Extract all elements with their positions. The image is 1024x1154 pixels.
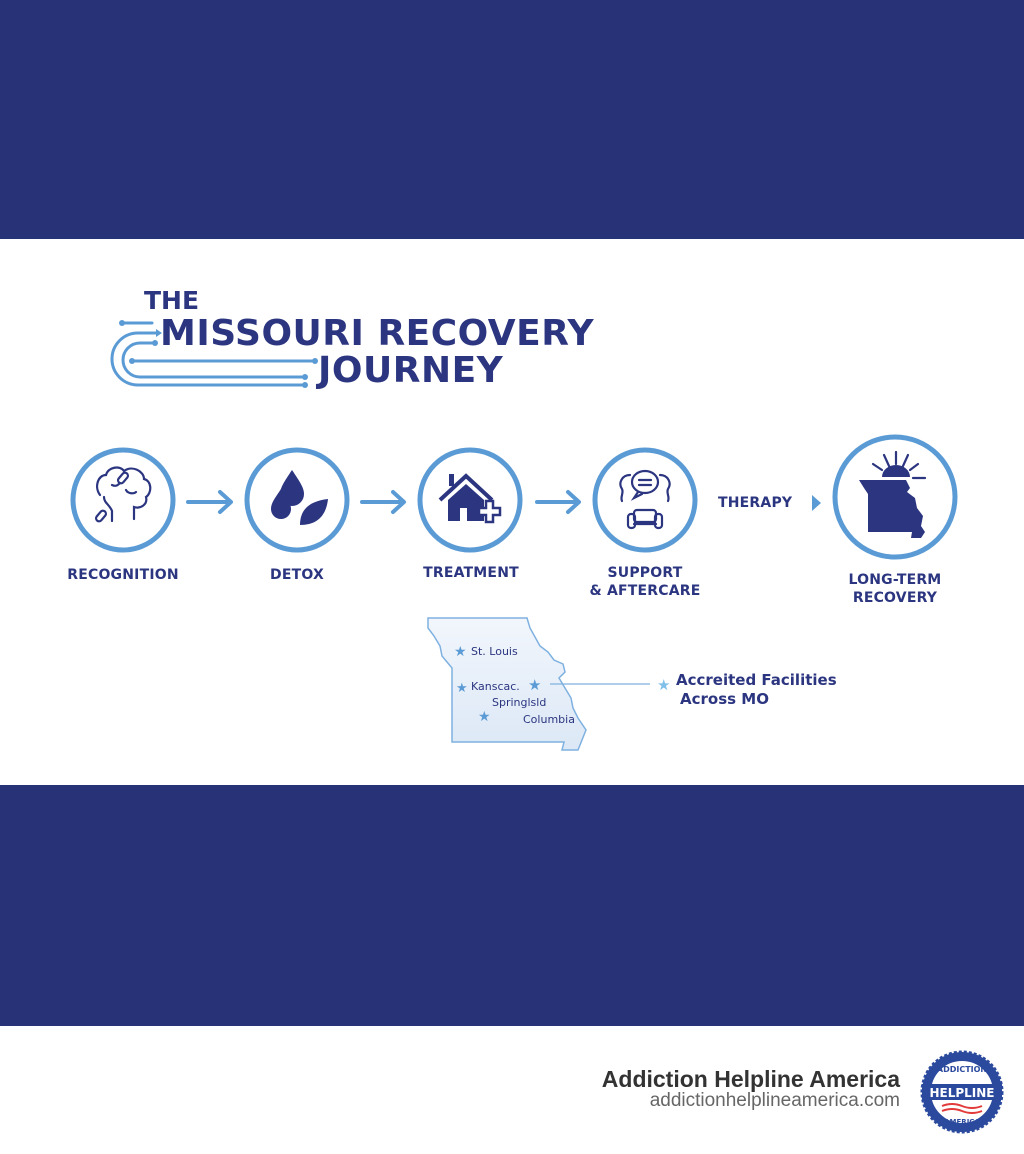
step-circle-support [592,447,698,553]
step-label-detox: DETOX [270,567,324,583]
step-label-support-line2: & AFTERCARE [589,583,701,599]
step-label-long-term-line2: RECOVERY [852,590,938,606]
title-line-missouri-recovery: MISSOURI RECOVERY [160,313,595,354]
step-label-support-line1: SUPPORT [607,565,683,581]
step-label-recognition: RECOGNITION [67,567,179,583]
step-label-long-term-line1: LONG-TERM [848,572,942,588]
water-drops-leaf-icon [271,470,328,525]
facilities-callout: Accreited Facilities Across MO [676,671,837,709]
title-line-journey: JOURNEY [318,350,504,391]
missouri-outline [427,617,587,751]
step-label-support: SUPPORT & AFTERCARE [575,564,715,600]
footer-url[interactable]: addictionhelplineamerica.com [649,1090,900,1111]
star-icon: ★ [528,676,541,694]
star-icon: ★ [478,709,491,725]
brain-chain-icon [94,466,152,523]
svg-text:HELPLINE: HELPLINE [929,1086,994,1100]
arrow-right-icon [360,490,406,514]
circuit-lines-icon [110,320,318,388]
svg-text:AMERICA: AMERICA [944,1118,980,1126]
step-label-treatment: TREATMENT [423,565,519,581]
facilities-callout-line2: Across MO [680,690,769,708]
facilities-callout-line1: Accreited Facilities [676,671,837,689]
city-label-columbia: Columbia [523,713,575,726]
missouri-sunrise-icon [859,450,927,538]
bottom-band [0,785,1024,1026]
footer-brand: Addiction Helpline America [601,1066,900,1092]
city-label-kansas-city: Kanscac. [471,680,520,693]
arrow-right-icon [535,490,581,514]
title-line-the: THE [144,286,200,315]
therapy-label: THERAPY [718,495,793,511]
house-medical-cross-icon [438,473,502,524]
city-label-springfield: Springlsld [492,696,547,709]
group-chat-couch-icon [619,469,671,530]
step-circle-recognition [70,447,176,553]
arrow-right-icon [186,490,233,514]
svg-text:ADDICTION: ADDICTION [937,1065,987,1074]
triangle-right-icon [812,495,821,511]
helpline-logo: ADDICTION HELPLINE AMERICA [920,1050,1004,1134]
step-label-long-term: LONG-TERM RECOVERY [825,571,965,607]
city-label-st-louis: St. Louis [471,645,518,658]
missouri-facilities-map: ★ ★ ★ ★ ★ [427,617,670,751]
journey-steps [70,434,958,560]
star-icon: ★ [456,681,468,696]
top-band [0,0,1024,239]
star-icon: ★ [657,676,670,694]
star-icon: ★ [454,644,467,660]
